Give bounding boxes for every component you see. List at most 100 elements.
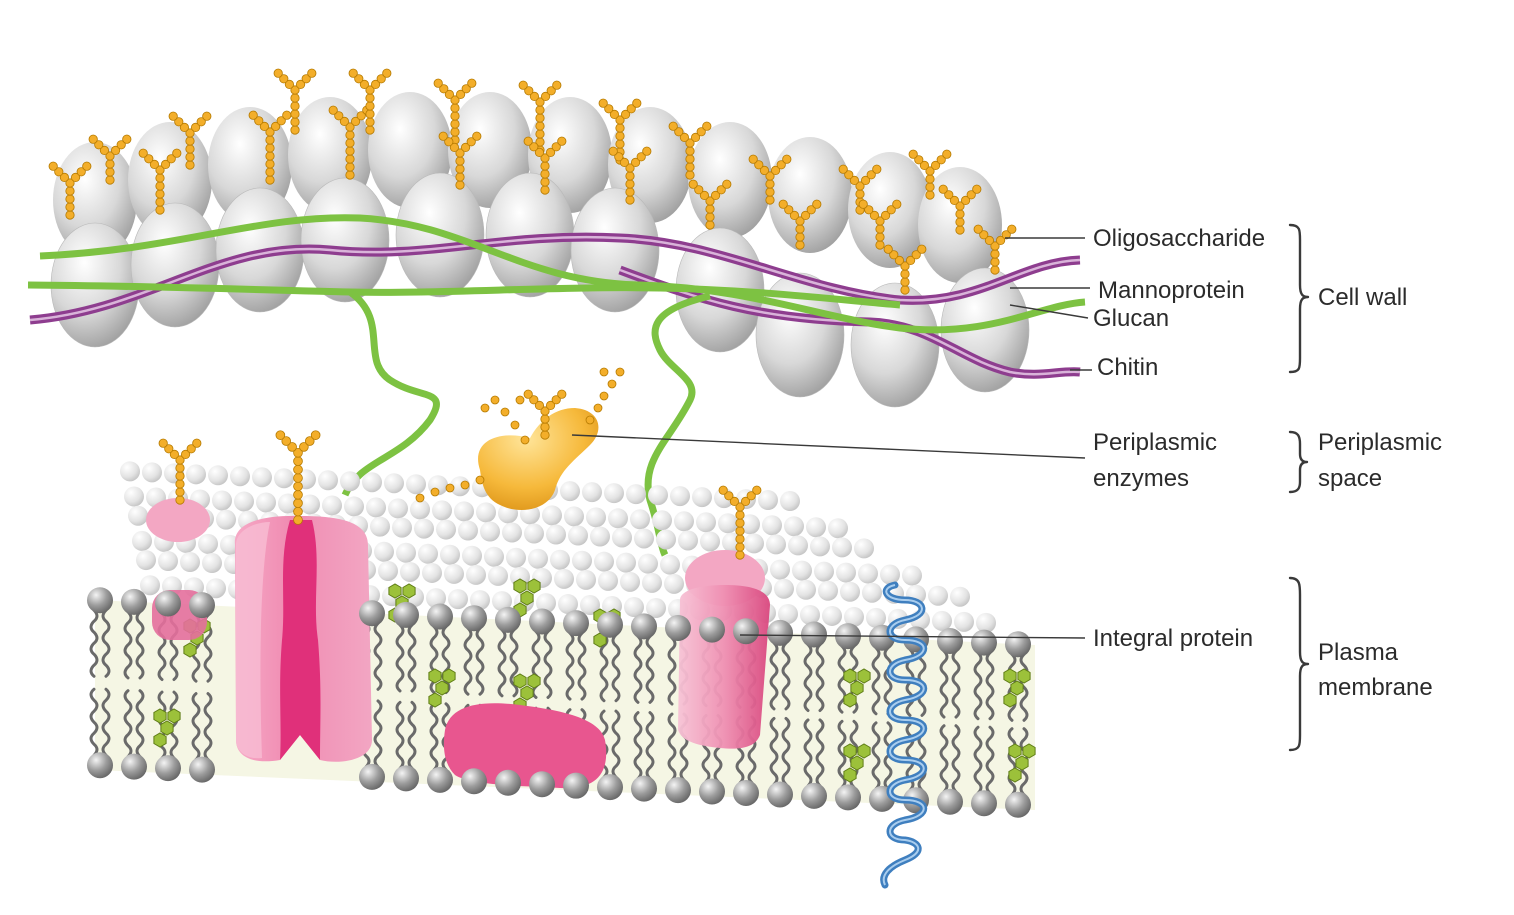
surface-lipid-head (642, 572, 662, 593)
lipid-tail (883, 646, 893, 716)
surface-lipid-head (524, 523, 544, 544)
lipid-tail (951, 724, 961, 794)
lipid-tail (101, 608, 111, 678)
surface-lipid-head (928, 585, 948, 606)
lipid-head (1005, 791, 1031, 818)
membrane-oligosaccharides (158, 367, 762, 560)
lipid-head (699, 616, 725, 643)
surface-lipid-head (470, 590, 490, 611)
lipid-head (767, 619, 793, 646)
lipid-tail (407, 700, 417, 770)
plasma-membrane-label-2: membrane (1318, 674, 1433, 701)
mannoprotein-label: Mannoprotein (1098, 277, 1245, 304)
lipid-head (121, 753, 147, 780)
surface-lipid-head (648, 485, 668, 506)
mannoprotein (300, 177, 390, 303)
lipid-head (835, 784, 861, 811)
lipid-tail (373, 621, 383, 691)
surface-lipid-head (462, 545, 482, 566)
lipid-tail (89, 608, 99, 678)
lipid-head (971, 790, 997, 817)
oligosaccharide-chain (273, 68, 317, 135)
integral-protein-leader (739, 634, 1086, 639)
periplasmic-enzymes-leader (571, 434, 1086, 459)
helix-highlight (882, 584, 925, 886)
surface-lipid-head (954, 611, 974, 632)
lipid-tail (429, 702, 439, 772)
surface-lipid-head (558, 594, 578, 615)
oligosaccharide-chain (668, 121, 712, 180)
lipid-head (801, 621, 827, 648)
lipid-tail (135, 689, 145, 759)
oligosaccharide-chain (433, 78, 477, 145)
lipid-tail (633, 634, 643, 704)
surface-lipid-head (212, 490, 232, 511)
surface-lipid-head (318, 470, 338, 491)
surface-lipid-head (124, 486, 144, 507)
lipid-tail (985, 725, 995, 795)
surface-lipid-head (484, 546, 504, 567)
surface-lipid-head (488, 565, 508, 586)
plasma-membrane-brace (1288, 576, 1310, 752)
oligosaccharide-chain (168, 111, 212, 170)
surface-lipid-head (208, 465, 228, 486)
oligosaccharide-label: Oligosaccharide (1093, 225, 1265, 252)
lipid-tail (89, 687, 99, 757)
surface-lipid-head (664, 573, 684, 594)
plasma-membrane-label-1: Plasma (1318, 639, 1399, 666)
surface-lipid-head (300, 494, 320, 515)
surface-lipid-head (410, 499, 430, 520)
surface-lipid-head (448, 589, 468, 610)
surface-lipid-head (656, 529, 676, 550)
lipid-head (461, 768, 487, 795)
oligosaccharide-chain (938, 184, 982, 235)
surface-lipid-head (810, 536, 830, 557)
lipid-tail (123, 689, 133, 759)
lipid-tail (871, 721, 881, 791)
surface-lipid-head (576, 569, 596, 590)
lipid-tail (645, 711, 655, 781)
lipid-head (155, 755, 181, 782)
lipid-head (393, 765, 419, 792)
surface-lipid-head (392, 517, 412, 538)
surface-lipid-head (700, 531, 720, 552)
cell-wall-brace (1288, 223, 1310, 374)
surface-lipid-head (444, 563, 464, 584)
surface-lipid-head (696, 512, 716, 533)
lipid-tail (577, 631, 587, 701)
surface-lipid-head (822, 605, 842, 626)
surface-lipid-head (626, 484, 646, 505)
label-group: Oligosaccharide Mannoprotein Glucan Chit… (571, 223, 1442, 752)
surface-lipid-head (458, 520, 478, 541)
lipid-head (495, 606, 521, 633)
lipid-tail (407, 623, 417, 693)
surface-lipid-head (422, 562, 442, 583)
surface-lipid-head (630, 509, 650, 530)
lipid-tail (611, 709, 621, 779)
lipid-tail (373, 699, 383, 769)
surface-lipid-head (780, 491, 800, 512)
surface-lipid-head (234, 491, 254, 512)
surface-lipid-head (550, 549, 570, 570)
lipid-tail (203, 692, 213, 762)
surface-lipid-head (854, 538, 874, 559)
surface-lipid-head (400, 561, 420, 582)
surface-lipid-head (762, 515, 782, 536)
surface-lipid-head (440, 544, 460, 565)
integral-protein (678, 550, 770, 749)
surface-lipid-head (476, 502, 496, 523)
sterol (843, 743, 871, 783)
lipid-head (597, 774, 623, 801)
lipid-tail (645, 634, 655, 704)
surface-lipid-head (198, 533, 218, 554)
lipid-head (359, 763, 385, 790)
surface-lipid-head (528, 548, 548, 569)
surface-lipid-head (796, 579, 816, 600)
surface-lipid-head (828, 518, 848, 539)
surface-lipid-head (560, 481, 580, 502)
lipid-tail (475, 626, 485, 696)
surface-lipid-head (612, 527, 632, 548)
lipid-tail (973, 651, 983, 721)
lipid-tail (973, 725, 983, 795)
periplasmic-space-label-2: space (1318, 465, 1382, 492)
